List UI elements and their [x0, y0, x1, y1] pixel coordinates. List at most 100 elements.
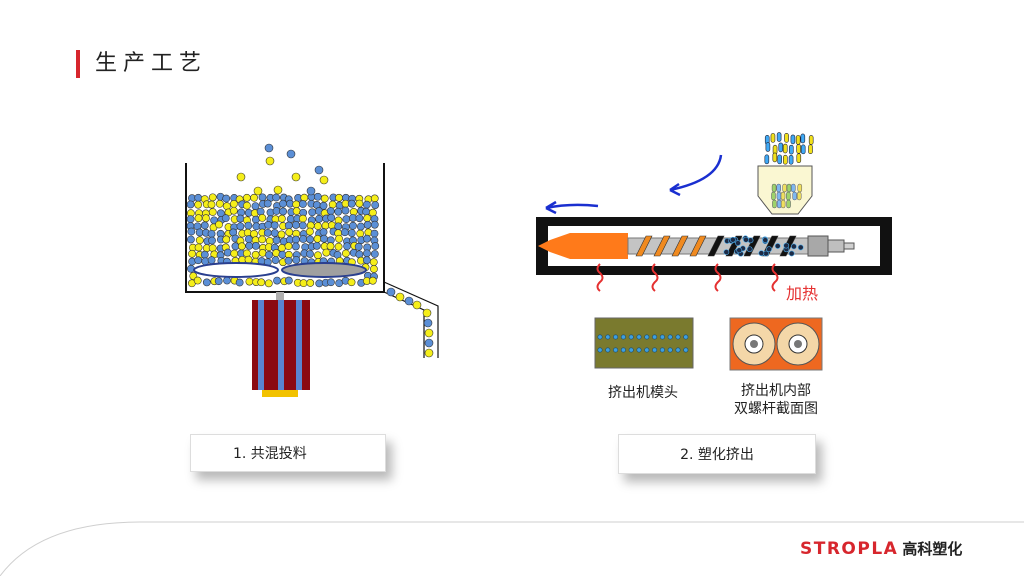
die-hole — [644, 347, 650, 353]
screw-pellet — [762, 237, 769, 244]
mixer-shaft — [276, 292, 284, 302]
feed-pellet — [796, 144, 801, 154]
hopper-pellet — [791, 183, 796, 193]
pellet — [369, 258, 378, 267]
feed-pellet — [783, 154, 788, 165]
pellet — [284, 221, 293, 230]
falling-pellet — [314, 165, 324, 175]
falling-pellets — [236, 143, 329, 196]
pellet — [186, 235, 195, 244]
pellet — [292, 207, 301, 215]
feed-pellet — [782, 143, 788, 154]
step2-label: 2. 塑化挤出 — [680, 447, 754, 463]
pellet — [263, 199, 272, 208]
pellet — [264, 279, 273, 288]
screw-pellet — [788, 250, 795, 257]
die-hole — [605, 347, 611, 353]
die-hole — [620, 347, 626, 353]
pellet — [186, 200, 195, 209]
pellet — [194, 193, 203, 202]
pellet — [229, 206, 238, 215]
feed-pellets — [764, 132, 814, 165]
pellet — [327, 213, 336, 222]
pellet — [320, 234, 328, 243]
chute-pellet — [424, 338, 434, 348]
pellet — [363, 249, 371, 258]
pellet — [314, 251, 322, 260]
pellet — [341, 206, 350, 215]
pellet — [299, 214, 307, 223]
pellet — [306, 250, 314, 258]
die-label: 挤出机模头 — [608, 385, 678, 401]
pellet — [243, 228, 252, 237]
pellet — [371, 201, 380, 209]
pellet — [306, 235, 314, 244]
feed-pellet — [796, 153, 802, 164]
chute-pellets — [386, 287, 434, 358]
falling-pellet — [291, 172, 301, 182]
pellet — [313, 234, 322, 243]
feed-pellet — [770, 133, 776, 143]
chute-pellet — [412, 300, 422, 310]
feed-pellet — [808, 135, 814, 145]
die-hole — [628, 347, 634, 353]
pellet — [284, 256, 293, 265]
hopper-pellet — [782, 183, 787, 193]
die-hole — [613, 334, 619, 340]
pellet — [371, 242, 380, 250]
screw-flight — [707, 235, 725, 257]
feed-pellet — [777, 154, 782, 165]
falling-pellet — [253, 186, 263, 196]
falling-pellet — [236, 172, 246, 182]
pellet — [195, 236, 204, 245]
pellet — [356, 222, 365, 231]
screw-pellet — [758, 250, 765, 257]
pellet — [263, 228, 272, 237]
hopper-pellet — [780, 199, 786, 209]
pellet — [208, 193, 217, 202]
pellet — [223, 276, 231, 285]
screw-pellet — [723, 249, 730, 255]
pellet — [202, 278, 211, 287]
pellet — [313, 222, 322, 230]
hopper-pellet — [780, 191, 786, 201]
pellet — [187, 227, 196, 236]
feed-pellet — [765, 142, 771, 152]
pellet — [326, 207, 335, 215]
chute-pellet — [404, 296, 414, 306]
step2-caption-box: 2. 塑化挤出 — [618, 434, 816, 474]
die-hole — [644, 334, 650, 340]
hopper-pellet — [771, 191, 776, 201]
pellet — [222, 194, 231, 203]
screw-pellet — [743, 236, 749, 243]
pellet — [340, 228, 349, 237]
chute-pellet — [395, 292, 405, 302]
pellet — [326, 242, 335, 251]
pellet — [347, 278, 356, 287]
pellet — [272, 193, 281, 202]
heater-waves — [596, 263, 779, 292]
pellet — [277, 230, 286, 239]
pellet — [363, 214, 372, 223]
pellet — [193, 276, 202, 285]
pellet — [285, 228, 294, 237]
pellet — [348, 214, 357, 222]
pellet — [194, 256, 203, 265]
die-hole — [597, 334, 603, 340]
falling-pellet — [319, 175, 329, 185]
pellet — [298, 221, 307, 230]
pellet — [291, 242, 300, 251]
die-hole — [628, 334, 634, 340]
cross-section-label-line2: 双螺杆截面图 — [734, 401, 818, 417]
feed-pellet — [808, 144, 813, 154]
hopper-pellet — [786, 199, 791, 209]
hopper-pellet — [792, 191, 797, 201]
pellet — [356, 229, 365, 238]
hopper-pellet — [771, 183, 777, 193]
feed-pellet — [800, 133, 806, 144]
mixer-blade-left — [193, 262, 279, 278]
pellet — [258, 213, 267, 222]
pellet — [258, 193, 267, 202]
pellet — [265, 250, 273, 259]
